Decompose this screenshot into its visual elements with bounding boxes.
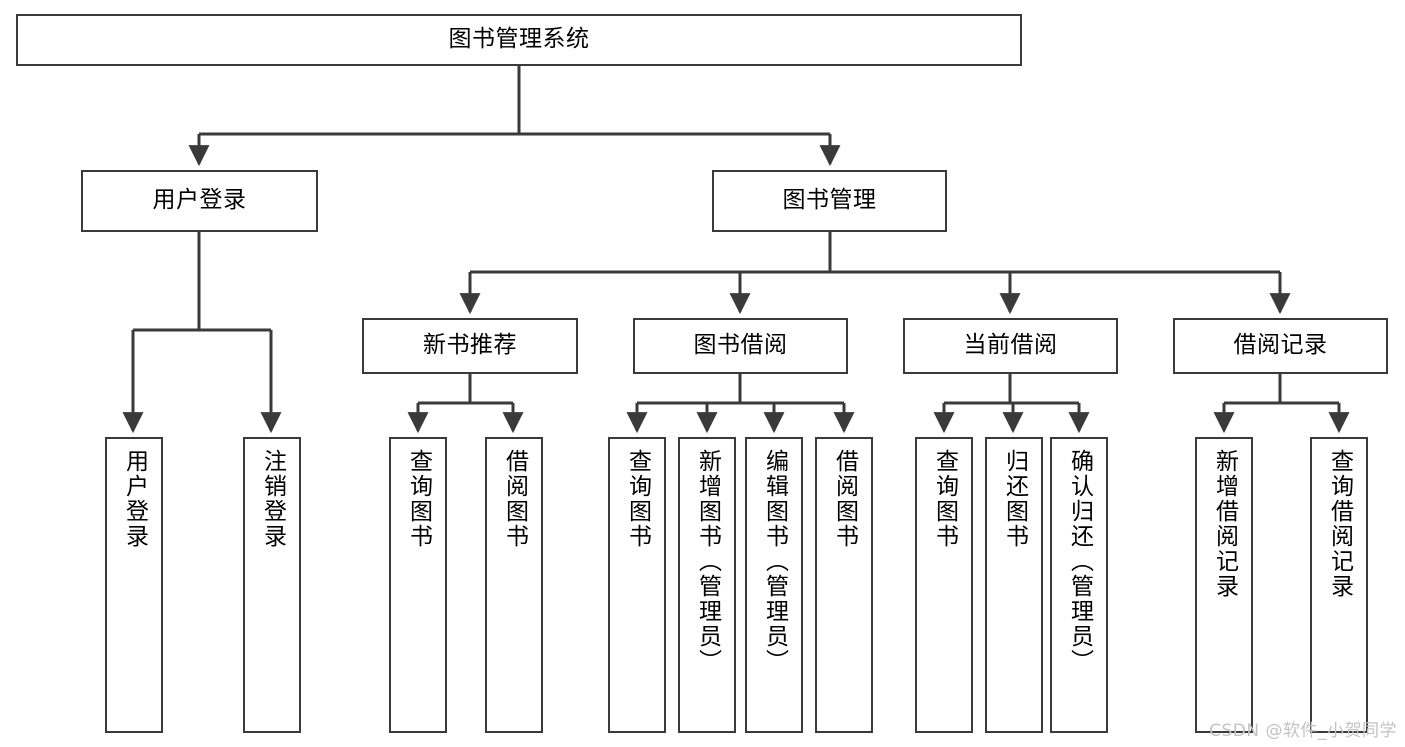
node-leaf-borrow-book-b-label: 借阅图书 (831, 449, 858, 549)
node-leaf-query-book-c-label: 查询图书 (931, 449, 958, 549)
node-root[interactable]: 图书管理系统 (16, 14, 1022, 66)
node-leaf-query-book-a[interactable]: 查询图书 (389, 437, 447, 733)
node-book-manage-label: 图书管理 (782, 187, 877, 214)
node-leaf-query-book-c[interactable]: 查询图书 (915, 437, 973, 733)
node-borrow-record[interactable]: 借阅记录 (1173, 318, 1388, 374)
node-leaf-query-record-label: 查询借阅记录 (1326, 449, 1353, 599)
node-leaf-confirm-return[interactable]: 确认归还（管理员） (1050, 437, 1108, 733)
node-leaf-add-record-label: 新增借阅记录 (1211, 449, 1238, 599)
node-leaf-borrow-book-a[interactable]: 借阅图书 (485, 437, 543, 733)
node-root-label: 图书管理系统 (448, 26, 590, 53)
node-leaf-return-book-label: 归还图书 (1001, 449, 1028, 549)
node-current-borrow-label: 当前借阅 (963, 332, 1058, 359)
node-leaf-edit-book-label: 编辑图书（管理员） (761, 449, 788, 674)
node-user-login[interactable]: 用户登录 (81, 170, 318, 232)
node-new-book-rec[interactable]: 新书推荐 (362, 318, 578, 374)
node-leaf-borrow-book-b[interactable]: 借阅图书 (815, 437, 873, 733)
node-leaf-add-book-label: 新增图书（管理员） (694, 449, 721, 674)
node-leaf-confirm-return-label: 确认归还（管理员） (1066, 449, 1093, 674)
node-leaf-query-book-a-label: 查询图书 (405, 449, 432, 549)
csdn-watermark: CSDN @软件_小贺同学 (1209, 721, 1397, 741)
node-leaf-query-book-b[interactable]: 查询图书 (608, 437, 666, 733)
node-user-login-label: 用户登录 (152, 187, 247, 214)
node-book-borrow[interactable]: 图书借阅 (633, 318, 848, 374)
node-leaf-borrow-book-a-label: 借阅图书 (501, 449, 528, 549)
node-borrow-record-label: 借阅记录 (1233, 332, 1328, 359)
node-current-borrow[interactable]: 当前借阅 (903, 318, 1118, 374)
node-leaf-user-login-label: 用户登录 (121, 449, 148, 549)
node-book-manage[interactable]: 图书管理 (712, 170, 947, 232)
node-leaf-return-book[interactable]: 归还图书 (985, 437, 1043, 733)
node-leaf-query-book-b-label: 查询图书 (624, 449, 651, 549)
node-leaf-add-record[interactable]: 新增借阅记录 (1195, 437, 1253, 733)
node-leaf-logout-label: 注销登录 (259, 449, 286, 549)
node-leaf-edit-book[interactable]: 编辑图书（管理员） (745, 437, 803, 733)
node-new-book-rec-label: 新书推荐 (423, 332, 517, 359)
node-leaf-query-record[interactable]: 查询借阅记录 (1310, 437, 1368, 733)
node-leaf-add-book[interactable]: 新增图书（管理员） (678, 437, 736, 733)
node-leaf-user-login[interactable]: 用户登录 (105, 437, 163, 733)
node-book-borrow-label: 图书借阅 (693, 332, 788, 359)
node-leaf-logout[interactable]: 注销登录 (243, 437, 301, 733)
